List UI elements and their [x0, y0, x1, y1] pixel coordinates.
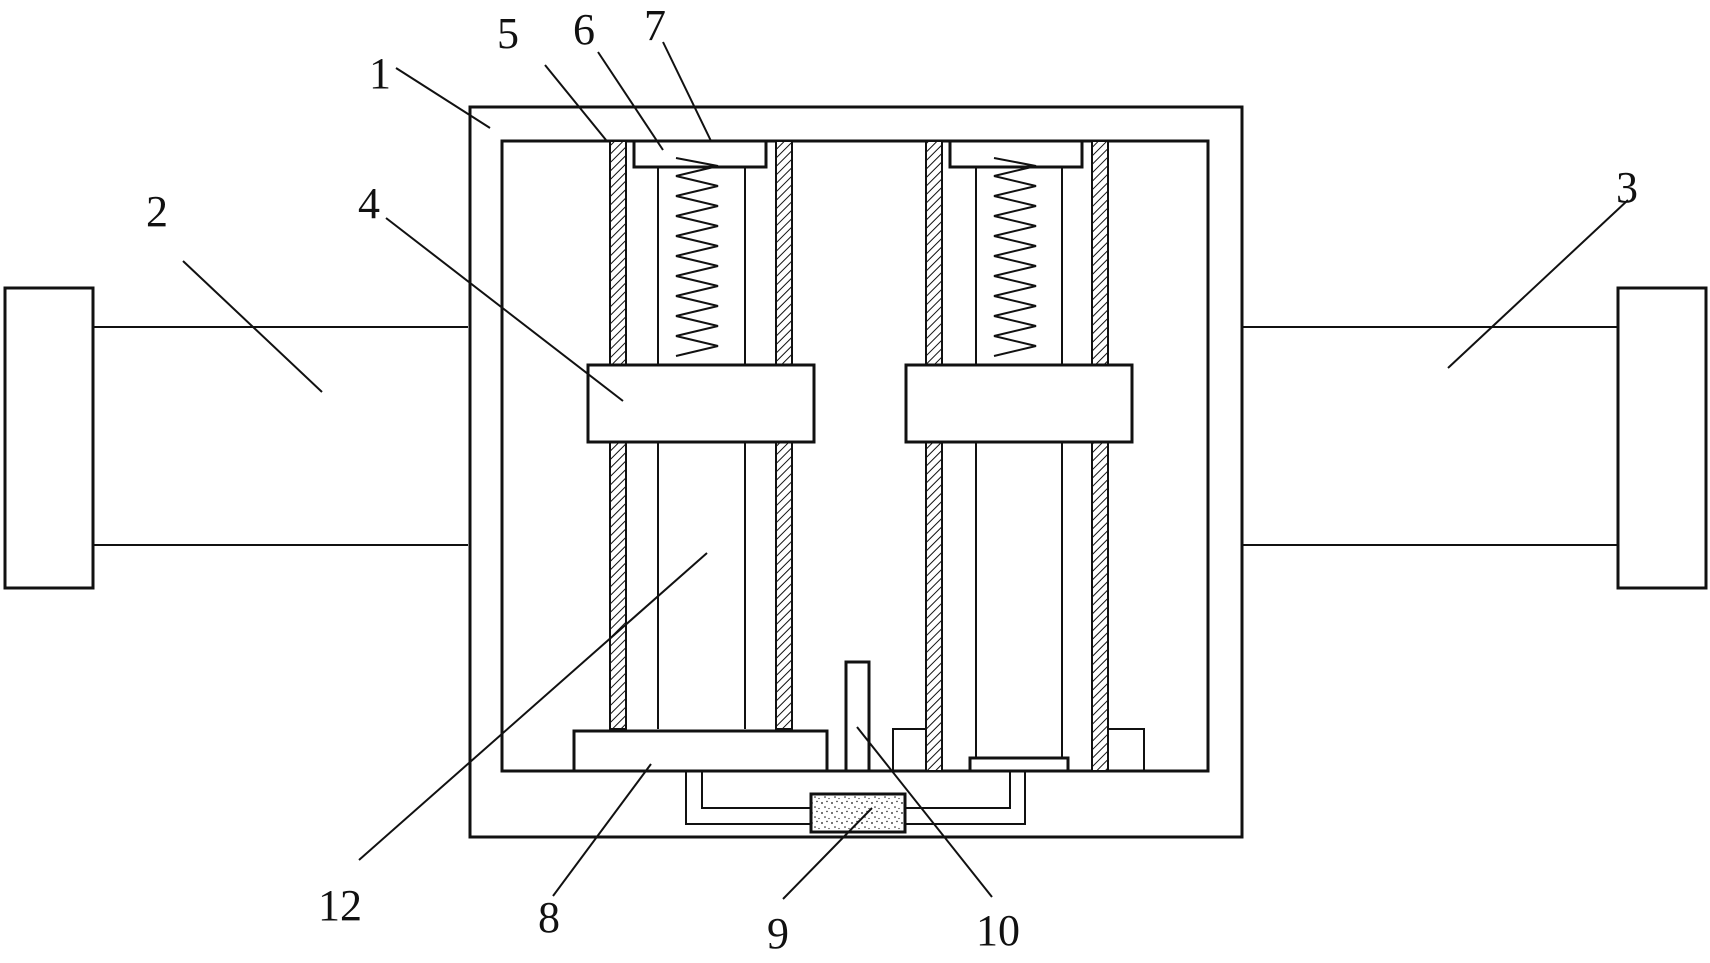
callout-5: 5 — [497, 9, 519, 58]
left-base-plate — [572, 729, 829, 773]
left-flange — [3, 286, 95, 590]
callout-6: 6 — [573, 5, 595, 54]
left-pipe — [3, 286, 468, 590]
bottom-channel — [685, 771, 1026, 834]
left-spring — [675, 157, 719, 357]
left-spring-cap — [632, 139, 768, 169]
right-pipe — [1242, 286, 1708, 590]
callout-9: 9 — [767, 909, 789, 958]
callout-4: 4 — [358, 179, 380, 228]
callout-2: 2 — [146, 187, 168, 236]
right-flange — [1616, 286, 1708, 590]
callout-labels: 1 2 3 4 5 6 7 8 9 10 12 — [146, 1, 1638, 958]
left-slider-block — [586, 363, 816, 444]
callout-10: 10 — [976, 906, 1020, 955]
callout-1: 1 — [369, 49, 391, 98]
right-slider-block — [904, 363, 1134, 444]
callout-3: 3 — [1616, 163, 1638, 212]
filter-element — [809, 792, 907, 834]
left-guide-assembly — [572, 139, 829, 773]
right-guide-assembly — [892, 139, 1145, 773]
leader-lines — [182, 41, 1629, 900]
center-post — [844, 660, 871, 773]
callout-8: 8 — [538, 893, 560, 942]
right-spring — [993, 157, 1037, 357]
right-guide-wall-b — [1091, 140, 1109, 772]
callout-7: 7 — [644, 1, 666, 50]
right-guide-wall-a — [925, 140, 943, 772]
right-base-plate — [968, 756, 1070, 773]
callout-12: 12 — [318, 881, 362, 930]
